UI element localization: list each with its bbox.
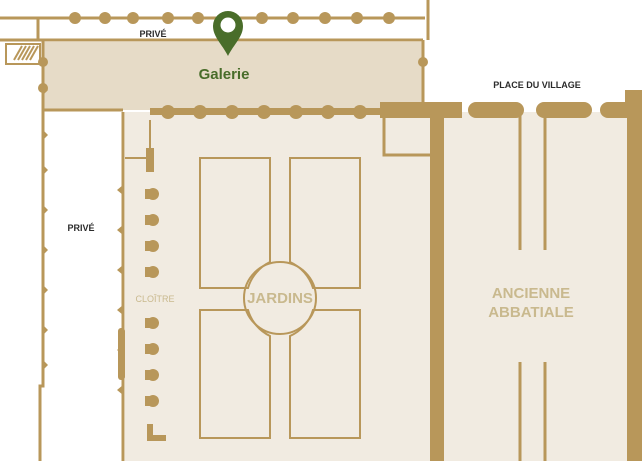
left-wing-buttresses <box>43 85 123 395</box>
cloister-north-columns <box>161 105 367 119</box>
label-prive-left: PRIVÉ <box>67 223 94 233</box>
cloister-floor <box>125 112 435 461</box>
cloister-corner <box>147 424 166 441</box>
church-east-wall <box>627 102 642 461</box>
left-door <box>118 328 125 380</box>
church-floor <box>385 112 642 461</box>
place-du-village-pillars <box>468 90 642 118</box>
label-abbatiale-line2: ABBATIALE <box>488 304 574 321</box>
label-jardins: JARDINS <box>247 290 313 307</box>
location-pin-icon[interactable] <box>213 11 243 56</box>
gallery-area[interactable] <box>43 42 423 110</box>
label-prive-top: PRIVÉ <box>139 29 166 39</box>
church-west-wall <box>430 102 444 461</box>
private-wing-walls <box>0 16 125 461</box>
label-galerie[interactable]: Galerie <box>199 66 250 83</box>
cloister-west-columns <box>145 188 159 407</box>
church-entrance-wall <box>382 118 430 157</box>
jardins-parterres <box>199 157 361 439</box>
label-place-du-village: PLACE DU VILLAGE <box>493 80 581 90</box>
label-abbatiale-line1: ANCIENNE <box>492 285 570 302</box>
label-cloitre: CLOÎTRE <box>135 294 174 304</box>
stair-icon <box>5 43 41 65</box>
gallery-columns <box>38 12 428 93</box>
nave-columns <box>518 110 547 461</box>
cloister-west-stub <box>146 148 154 172</box>
church-north-wall <box>380 102 462 118</box>
